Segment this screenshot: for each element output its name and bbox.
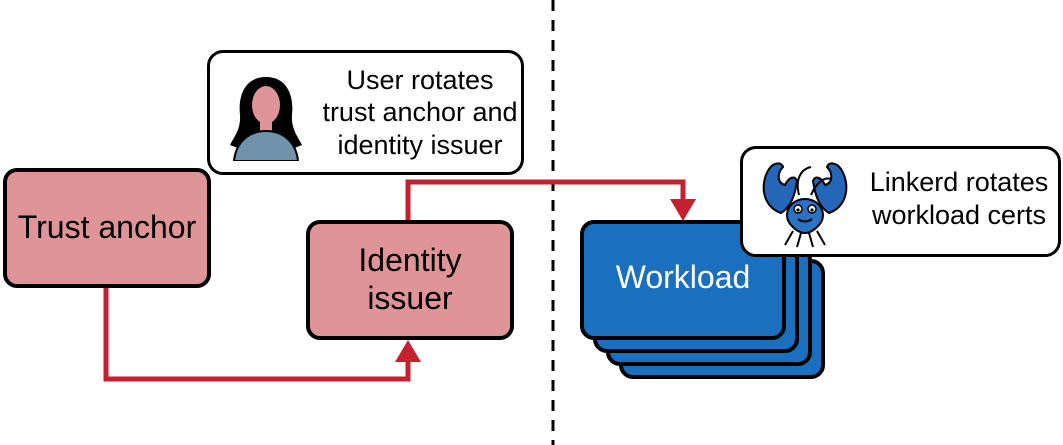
arrowhead-into-identity-issuer bbox=[395, 340, 421, 362]
trust-anchor-node: Trust anchor bbox=[3, 168, 211, 288]
linkerd-callout-line2: workload certs bbox=[871, 199, 1047, 230]
linkerd-callout-line1: Linkerd rotates bbox=[869, 167, 1049, 197]
user-callout-line3: identity issuer bbox=[337, 129, 503, 160]
identity-issuer-node: Identity issuer bbox=[306, 220, 514, 340]
identity-issuer-label-line1: Identity bbox=[358, 242, 462, 279]
user-callout: User rotates trust anchor and identity i… bbox=[207, 50, 524, 175]
arrow-identity-issuer-to-workload bbox=[405, 179, 686, 220]
workload-node: Workload bbox=[580, 220, 786, 340]
user-callout-line2: trust anchor and bbox=[322, 97, 518, 128]
linkerd-callout-text: Linkerd rotates workload certs bbox=[859, 166, 1059, 232]
trust-anchor-label: Trust anchor bbox=[17, 209, 197, 246]
user-callout-text: User rotates trust anchor and identity i… bbox=[320, 64, 520, 161]
linkerd-callout: Linkerd rotates workload certs bbox=[740, 146, 1061, 257]
user-callout-line1: User rotates bbox=[346, 65, 494, 95]
arrowhead-into-workload bbox=[670, 199, 696, 221]
identity-issuer-label-line2: issuer bbox=[367, 280, 453, 316]
linkerd-lobster-mascot-icon bbox=[762, 162, 848, 248]
workload-label: Workload bbox=[615, 258, 751, 295]
person-avatar-icon bbox=[230, 77, 302, 161]
arrow-trust-anchor-to-identity-issuer bbox=[103, 288, 411, 382]
